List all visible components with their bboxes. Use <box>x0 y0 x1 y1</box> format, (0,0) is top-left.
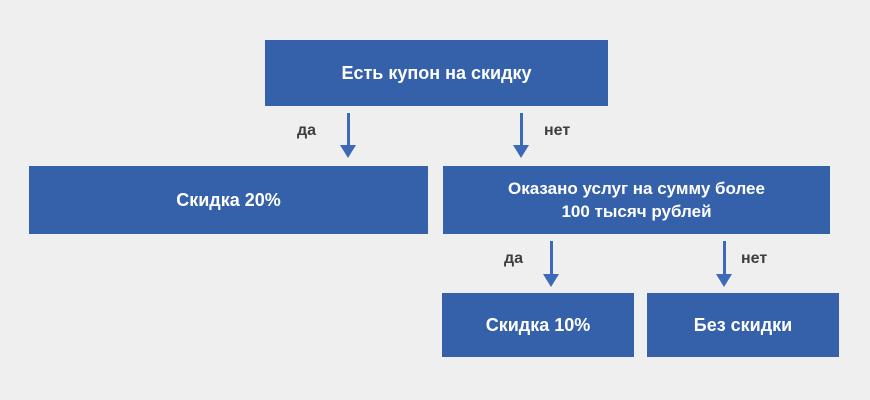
arrow-stem <box>722 241 726 274</box>
arrow-stem <box>519 113 523 145</box>
node-services-over-100k: Оказано услуг на сумму более 100 тысяч р… <box>443 166 830 234</box>
node-services-over-100k-line2: 100 тысяч рублей <box>561 202 712 221</box>
node-has-coupon-label: Есть купон на скидку <box>341 63 532 83</box>
edge-label-no: нет <box>544 122 571 139</box>
arrow-head <box>340 145 356 158</box>
edge-label-no: нет <box>741 250 768 267</box>
node-no-discount-label: Без скидки <box>693 315 793 335</box>
arrow-down-icon <box>543 241 559 287</box>
arrow-down-icon <box>340 113 356 158</box>
node-has-coupon: Есть купон на скидку <box>265 40 608 106</box>
node-services-over-100k-line1: Оказано услуг на сумму более <box>508 179 765 198</box>
arrow-head <box>513 145 529 158</box>
arrow-down-icon <box>513 113 529 158</box>
node-discount-20-label: Скидка 20% <box>176 190 281 210</box>
node-discount-10: Скидка 10% <box>442 293 634 357</box>
arrow-stem <box>346 113 350 145</box>
arrow-head <box>543 274 559 287</box>
arrow-stem <box>549 241 553 274</box>
edge-label-yes: да <box>504 250 524 267</box>
arrow-head <box>716 274 732 287</box>
node-discount-20: Скидка 20% <box>29 166 428 234</box>
node-discount-10-label: Скидка 10% <box>485 315 591 335</box>
edge-label-yes: да <box>297 122 317 139</box>
node-no-discount: Без скидки <box>647 293 839 357</box>
arrow-down-icon <box>716 241 732 287</box>
